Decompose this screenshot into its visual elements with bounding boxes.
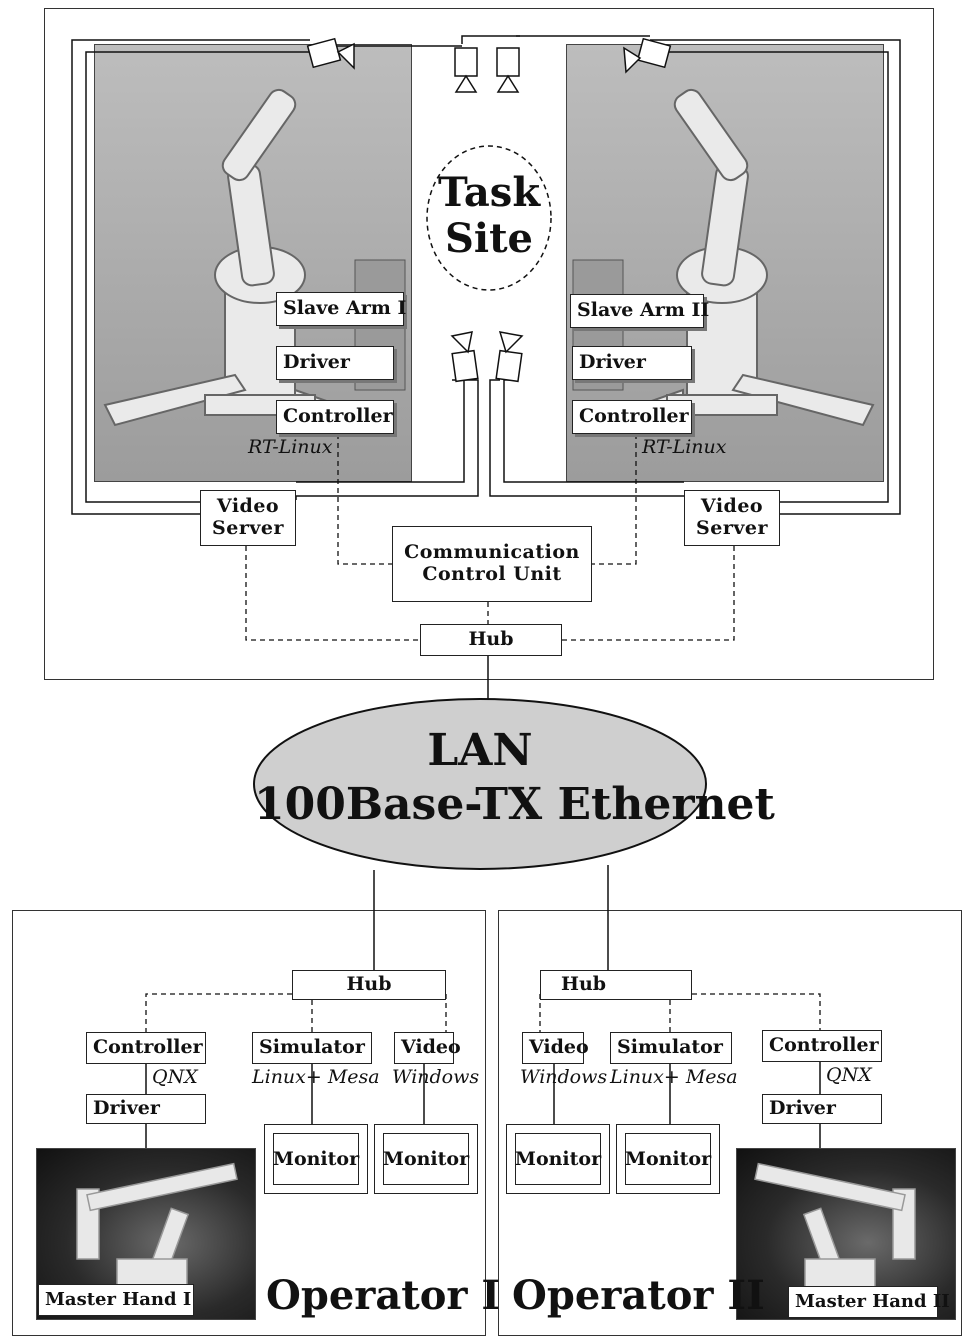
camera-icon: [306, 37, 355, 70]
lan-line2: 100Base-TX Ethernet: [254, 779, 775, 830]
op2-driver: Driver: [762, 1094, 882, 1124]
op2-windows: Windows: [520, 1066, 608, 1088]
op1-controller: Controller: [86, 1032, 206, 1064]
op1-hub: Hub: [292, 970, 446, 1000]
op1-monitor-1-label: Monitor: [273, 1133, 359, 1185]
master-hand-1-label: Master Hand I: [38, 1284, 194, 1316]
driver-right: Driver: [572, 346, 692, 380]
operator-2-title: Operator II: [512, 1272, 765, 1319]
camera-icon: [496, 47, 520, 93]
slave-arm-2-label: Slave Arm II: [570, 294, 709, 328]
op2-monitor-1: Monitor: [506, 1124, 610, 1194]
op1-windows: Windows: [392, 1066, 480, 1088]
camera-icon: [623, 37, 672, 74]
task-site-title: Task Site: [427, 170, 551, 262]
rt-linux-right: RT-Linux: [642, 436, 727, 458]
controller-right: Controller: [572, 400, 692, 434]
controller-left: Controller: [276, 400, 394, 434]
op2-hub: Hub: [540, 970, 692, 1000]
slave-arm-1-photo: [94, 44, 412, 482]
op1-qnx: QNX: [152, 1066, 198, 1088]
op1-driver: Driver: [86, 1094, 206, 1124]
camera-icon: [450, 331, 479, 383]
op2-monitor-2-label: Monitor: [625, 1133, 711, 1185]
camera-icon: [495, 331, 524, 383]
rt-linux-left: RT-Linux: [248, 436, 333, 458]
video-server-left: Video Server: [200, 490, 296, 546]
lan-label: LAN 100Base-TX Ethernet: [254, 724, 775, 832]
slave-arm-1-label: Slave Arm I: [276, 292, 406, 326]
video-server-right: Video Server: [684, 490, 780, 546]
driver-left: Driver: [276, 346, 394, 380]
operator-1-title: Operator I: [266, 1272, 501, 1319]
op1-monitor-1: Monitor: [264, 1124, 368, 1194]
op2-monitor-1-label: Monitor: [515, 1133, 601, 1185]
op1-video: Video: [394, 1032, 461, 1064]
master-hand-2-label: Master Hand II: [788, 1286, 950, 1318]
op1-monitor-2: Monitor: [374, 1124, 478, 1194]
lan-line1: LAN: [427, 725, 533, 776]
task-site-line1: Task: [437, 169, 541, 216]
op2-monitor-2: Monitor: [616, 1124, 720, 1194]
op1-linux-mesa: Linux+ Mesa: [252, 1066, 380, 1088]
task-site-ellipse: [426, 145, 552, 291]
op1-simulator: Simulator: [252, 1032, 372, 1064]
op2-video: Video: [522, 1032, 589, 1064]
op2-controller: Controller: [762, 1030, 882, 1062]
task-site-hub: Hub: [420, 624, 562, 656]
op2-linux-mesa: Linux+ Mesa: [610, 1066, 738, 1088]
task-site-line2: Site: [444, 215, 533, 262]
lan-ellipse: [253, 698, 707, 870]
op2-simulator: Simulator: [610, 1032, 732, 1064]
op1-monitor-2-label: Monitor: [383, 1133, 469, 1185]
communication-control-unit: Communication Control Unit: [392, 526, 592, 602]
op2-qnx: QNX: [826, 1064, 872, 1086]
camera-icon: [454, 47, 478, 93]
